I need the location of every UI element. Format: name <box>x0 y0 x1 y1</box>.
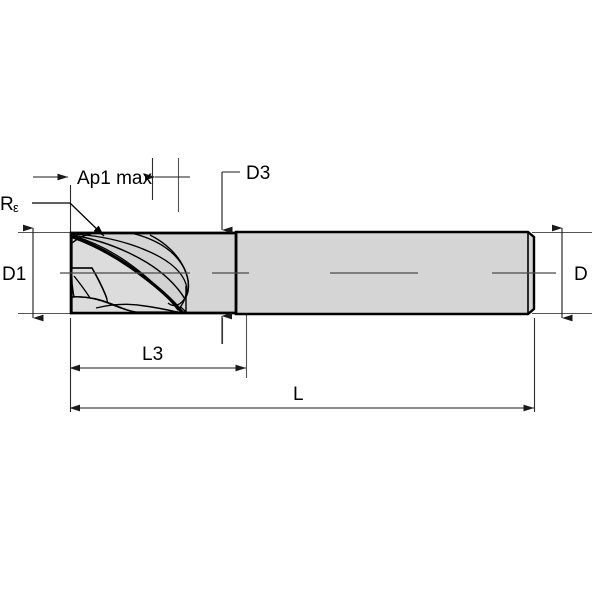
l3-label: L3 <box>142 344 163 365</box>
dimension-l: L <box>69 384 534 412</box>
gash-facet-edge-top <box>72 267 108 300</box>
dimension-corner-radius: R ε <box>0 194 105 237</box>
flute-geometry <box>71 233 190 313</box>
corner-radius-label: R <box>0 194 14 215</box>
dimension-ap1-max: Ap1 max <box>33 168 190 189</box>
corner-radius-chamfer <box>71 233 92 244</box>
d3-label: D3 <box>246 163 270 184</box>
re-leader-diagonal <box>69 202 105 237</box>
dimension-l3: L3 <box>69 344 246 372</box>
cutting-body-outline-overlay <box>69 231 238 315</box>
flute-loop-inner-right <box>149 234 190 301</box>
corner-radius-label-subscript: ε <box>13 200 19 215</box>
l-label: L <box>293 384 304 405</box>
d-label: D <box>574 264 588 285</box>
ap1-max-label: Ap1 max <box>77 168 152 189</box>
dimension-d3: D3 <box>221 163 270 344</box>
dimension-d: D <box>552 224 588 322</box>
d1-label: D1 <box>2 264 26 285</box>
dimension-d1: D1 <box>2 224 44 322</box>
primary-cutting-edge <box>71 235 184 313</box>
bottom-flute-curve <box>95 303 183 313</box>
secondary-flute-edge <box>72 234 186 300</box>
